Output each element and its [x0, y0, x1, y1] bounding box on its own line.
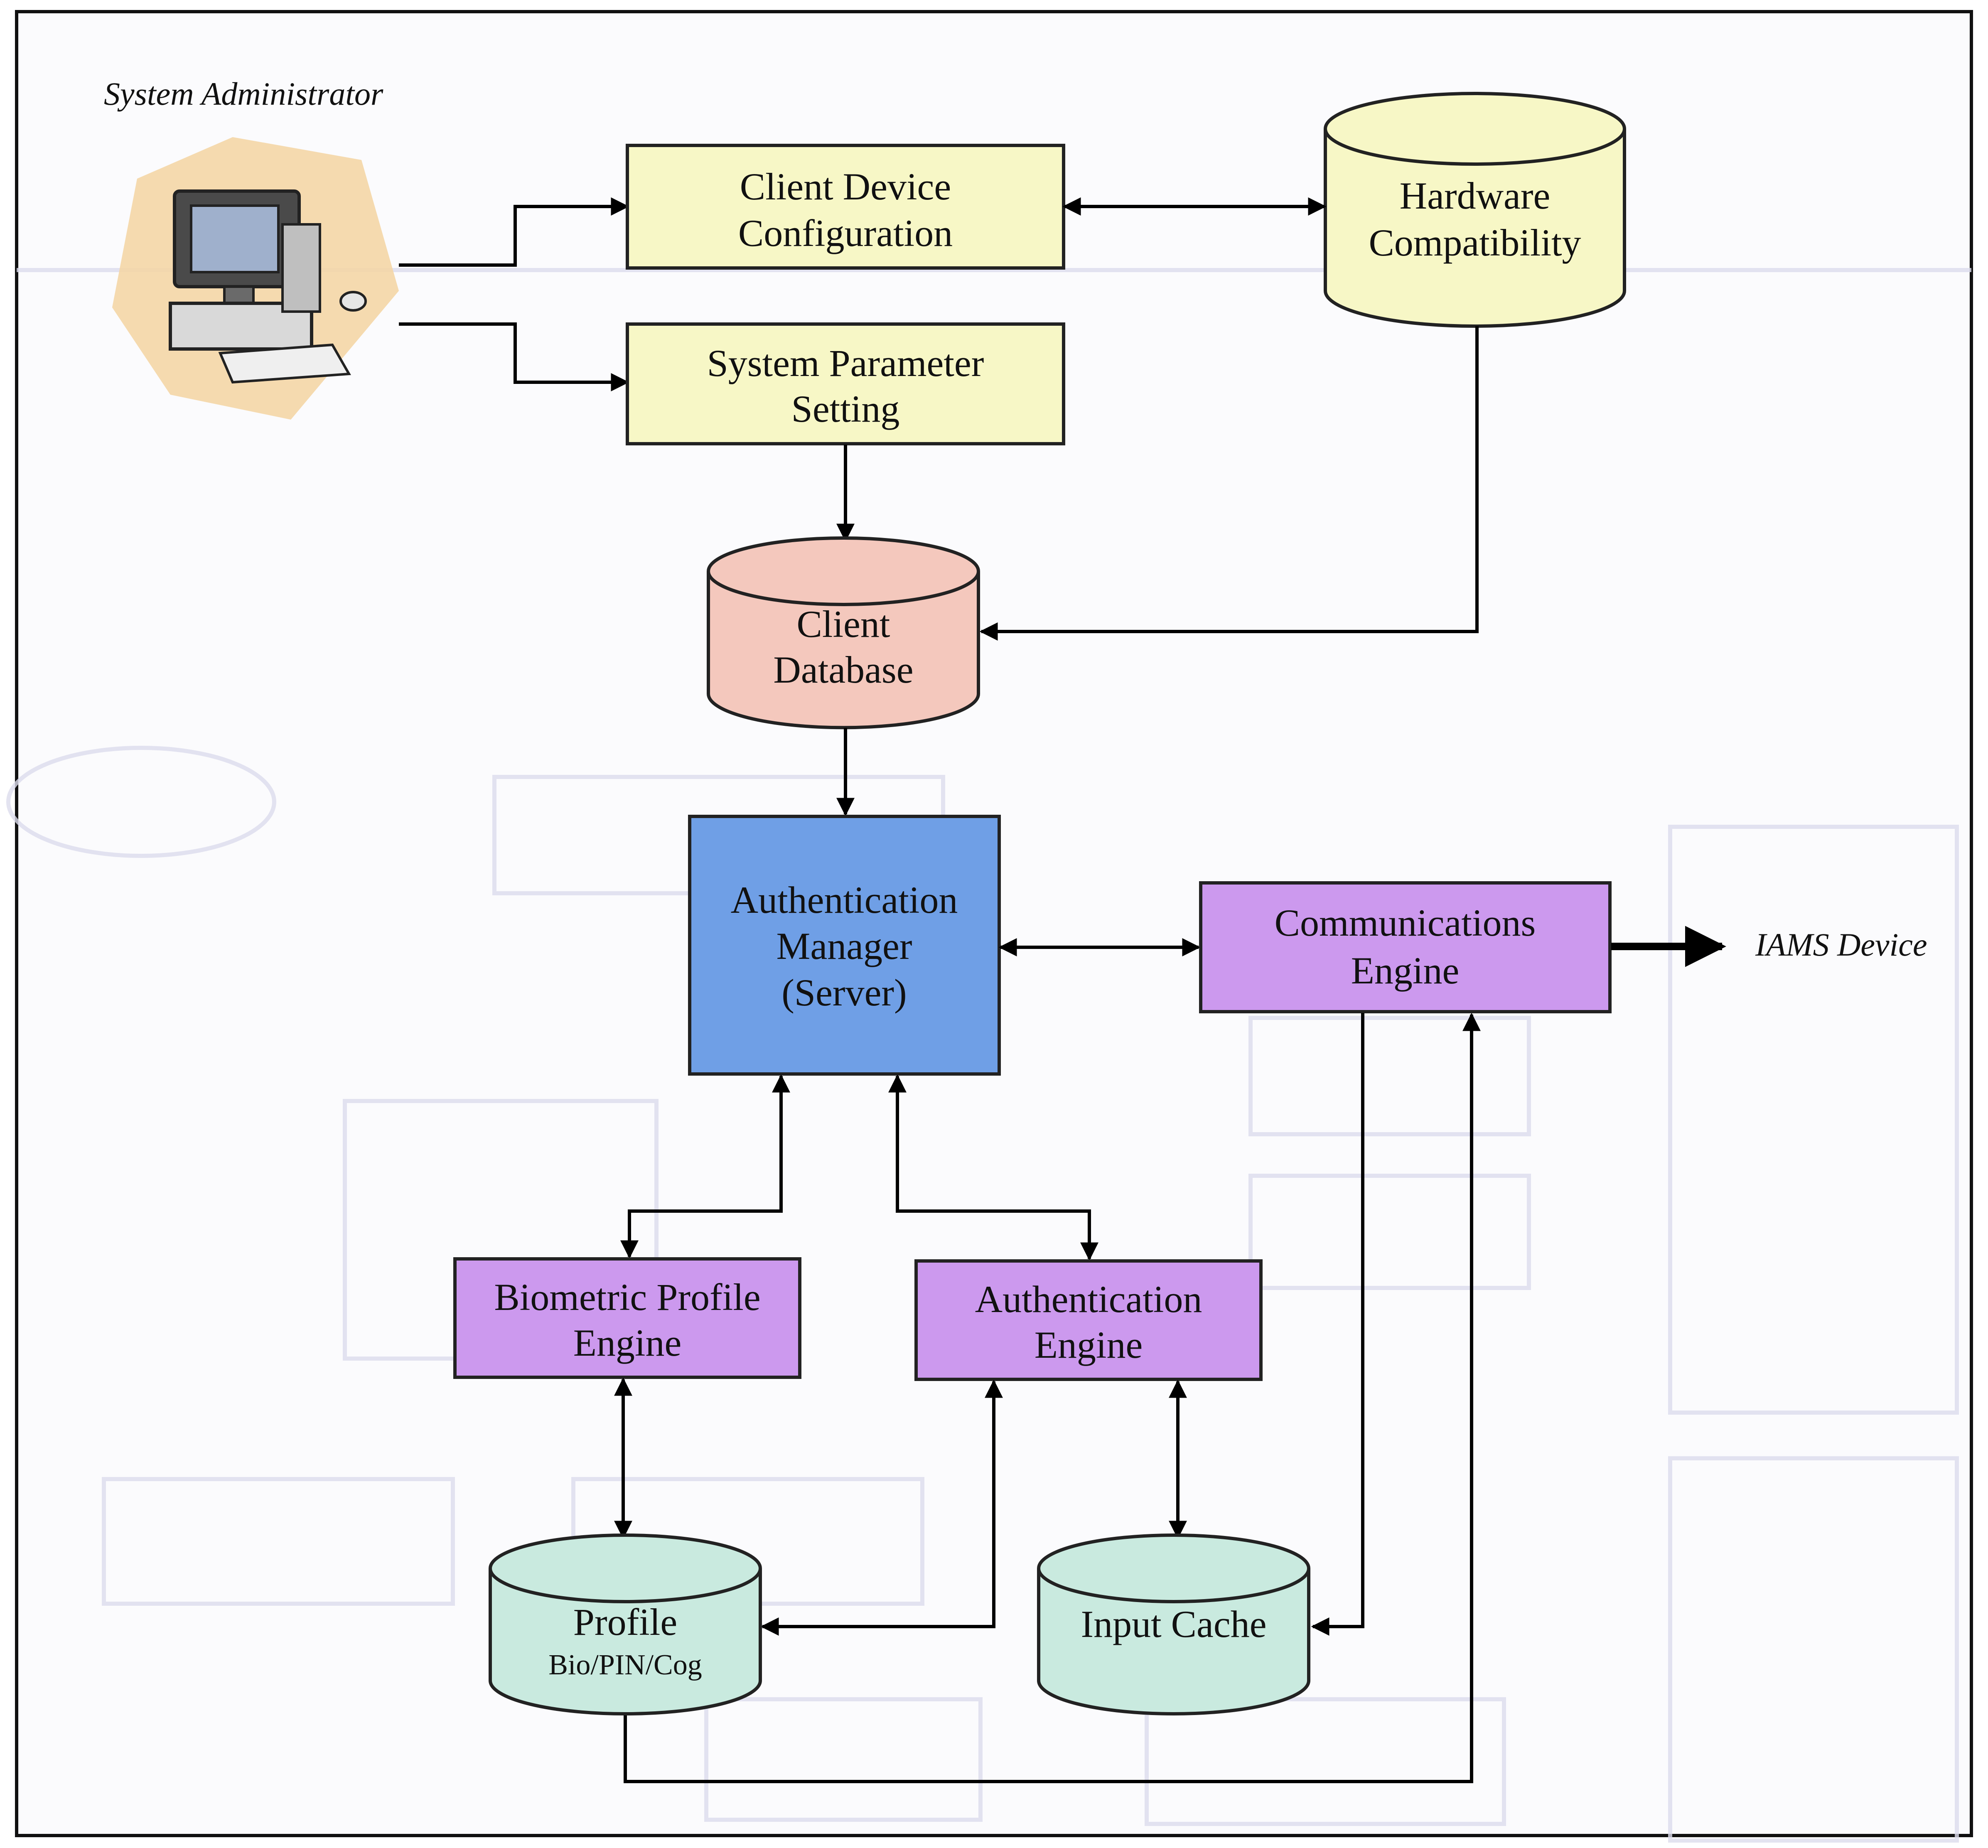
client-database-cylinder: Client Database: [707, 536, 980, 730]
svg-text:Configuration: Configuration: [738, 212, 953, 254]
svg-text:Engine: Engine: [1351, 949, 1460, 992]
svg-text:System Parameter: System Parameter: [707, 342, 984, 384]
svg-text:Engine: Engine: [1035, 1324, 1143, 1366]
svg-text:Hardware: Hardware: [1400, 174, 1551, 217]
hardware-compatibility-cylinder: Hardware Compatibility: [1324, 92, 1626, 328]
profile-database-cylinder: Profile Bio/PIN/Cog: [489, 1533, 762, 1715]
svg-text:Compatibility: Compatibility: [1369, 221, 1581, 264]
svg-text:Input Cache: Input Cache: [1081, 1603, 1266, 1645]
authentication-manager-box: Authentication Manager (Server): [688, 815, 1001, 1076]
svg-text:Engine: Engine: [573, 1322, 682, 1364]
authentication-engine-box: Authentication Engine: [914, 1259, 1263, 1381]
admin-to-system-parameter-connector: [399, 322, 629, 391]
system-administrator-label: System Administrator: [104, 76, 383, 112]
computer-icon: [112, 137, 399, 420]
communications-engine-box: Communications Engine: [1199, 881, 1612, 1013]
admin-to-client-config-connector: [399, 197, 629, 267]
svg-text:Authentication: Authentication: [975, 1278, 1202, 1320]
svg-text:Profile: Profile: [573, 1601, 677, 1643]
svg-text:Setting: Setting: [791, 388, 900, 430]
svg-text:Bio/PIN/Cog: Bio/PIN/Cog: [548, 1649, 702, 1681]
profile-communications-connector: [616, 1012, 1481, 1783]
svg-text:(Server): (Server): [781, 971, 907, 1014]
svg-text:Database: Database: [773, 649, 913, 691]
svg-text:Manager: Manager: [777, 925, 912, 967]
iams-device-label: IAMS Device: [1755, 926, 1927, 963]
biometric-profile-engine-box: Biometric Profile Engine: [453, 1257, 801, 1379]
system-parameter-setting-box: System Parameter Setting: [626, 322, 1065, 445]
client-device-configuration-box: Client Device Configuration: [626, 144, 1065, 270]
svg-text:Communications: Communications: [1275, 902, 1536, 944]
input-cache-cylinder: Input Cache: [1037, 1533, 1310, 1715]
svg-text:Client: Client: [797, 603, 890, 645]
svg-text:Client Device: Client Device: [740, 165, 951, 208]
hardware-to-database-connector: [979, 326, 1479, 641]
svg-text:Biometric Profile: Biometric Profile: [494, 1276, 760, 1318]
svg-text:Authentication: Authentication: [731, 879, 958, 921]
